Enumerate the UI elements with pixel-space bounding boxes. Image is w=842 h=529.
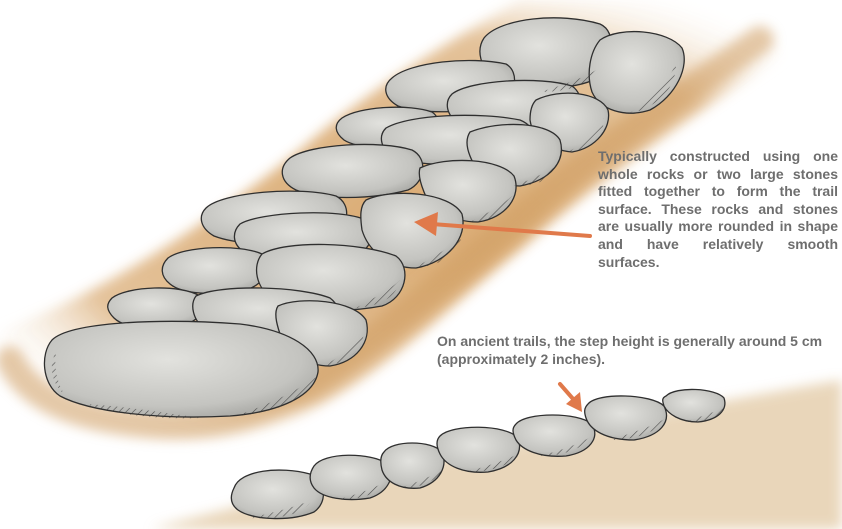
stone [282, 144, 423, 197]
step-height-annotation: On ancient trails, the step height is ge… [437, 333, 832, 368]
stone [162, 248, 267, 294]
stone [310, 455, 391, 499]
stone-surface-annotation: Typically constructed using one whole ro… [598, 148, 838, 271]
arrow-to-step-height [560, 384, 582, 412]
